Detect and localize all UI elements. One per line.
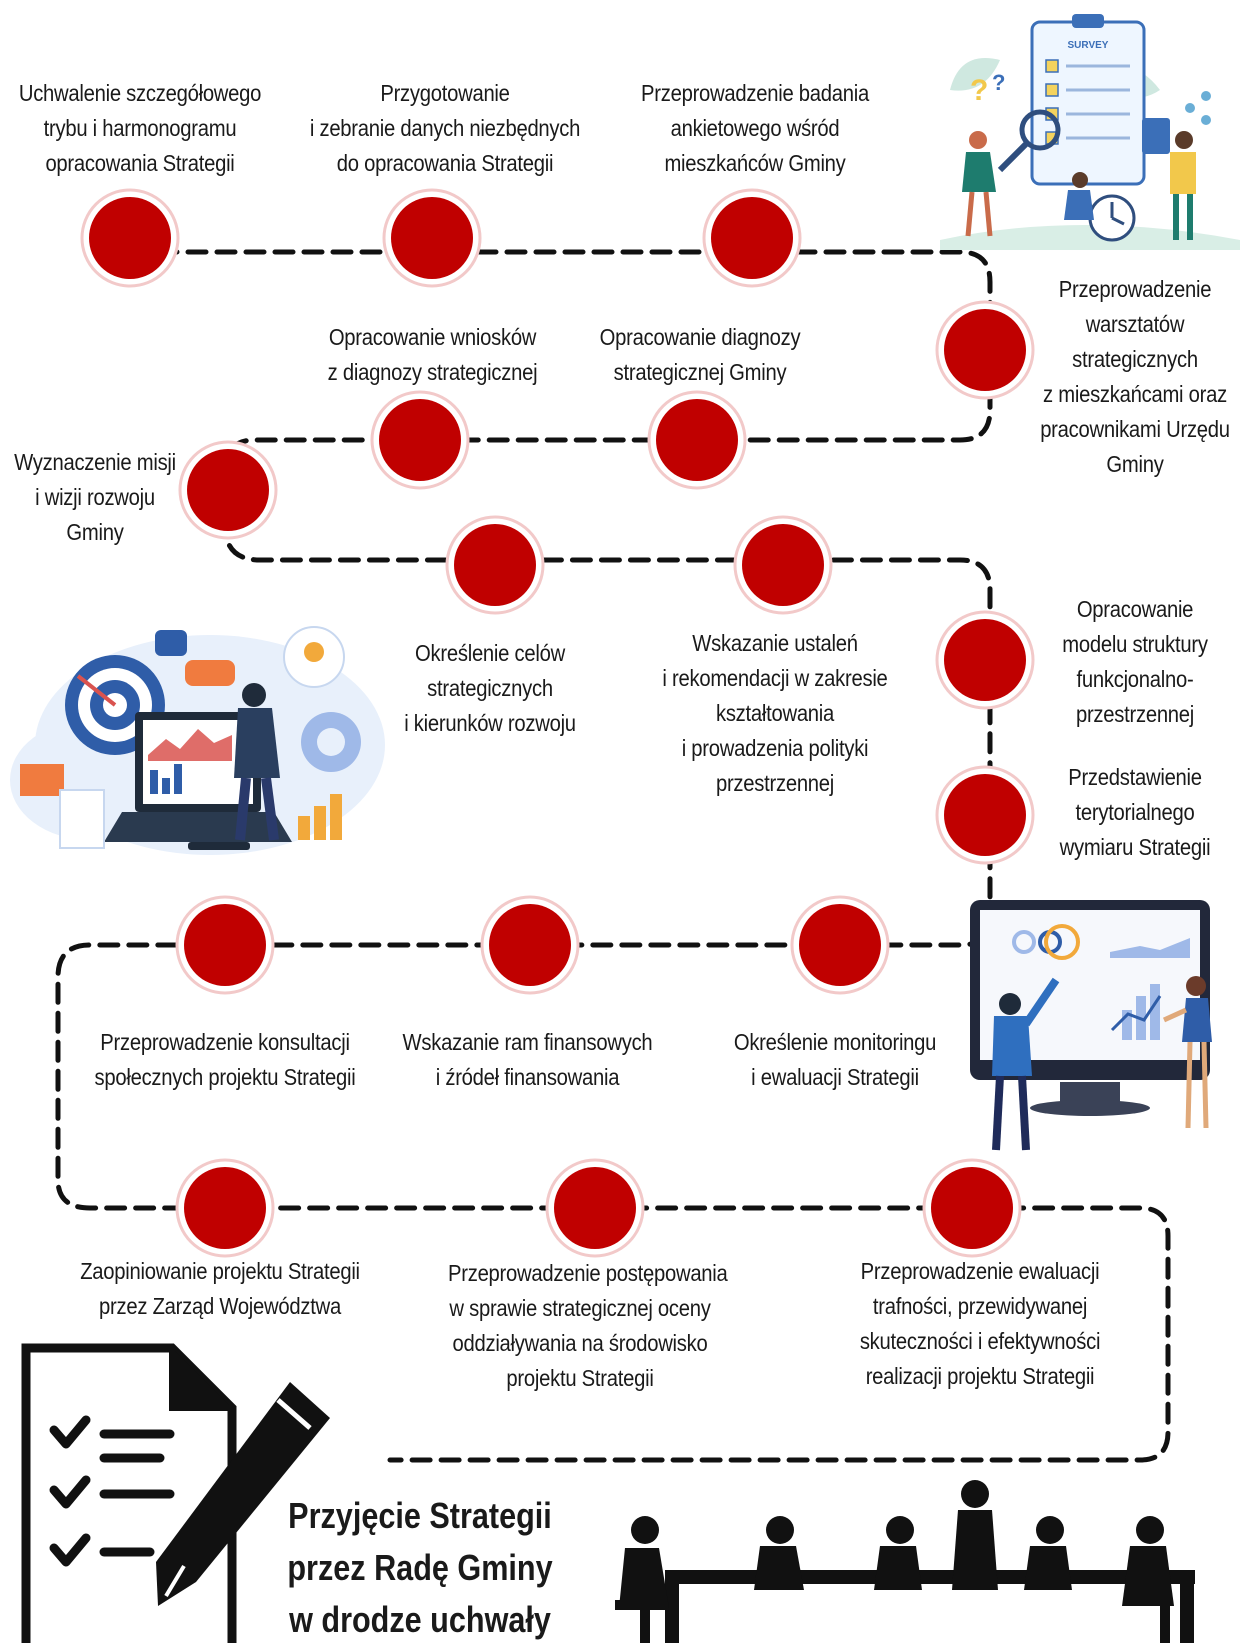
- survey-label: SURVEY: [1068, 40, 1109, 51]
- process-path: [55, 249, 1171, 1463]
- step-node-12: [790, 895, 890, 995]
- step-node-15: [175, 1158, 275, 1258]
- checklist-pencil-icon: [21, 1343, 330, 1643]
- step-node-13: [480, 895, 580, 995]
- analytics-laptop-illustration: [10, 626, 385, 855]
- step-node-11: [935, 765, 1035, 865]
- survey-clipboard-illustration: SURVEY ? ?: [940, 14, 1240, 250]
- step-node-10: [935, 610, 1035, 710]
- step-nodes: [80, 188, 1035, 1258]
- step-node-9: [733, 515, 833, 615]
- step-node-6: [370, 390, 470, 490]
- step-node-17: [922, 1158, 1022, 1258]
- step-node-7: [178, 440, 278, 540]
- step-node-5: [647, 390, 747, 490]
- svg-text:?: ?: [970, 74, 988, 107]
- step-node-16: [545, 1158, 645, 1258]
- step-node-2: [382, 188, 482, 288]
- step-node-8: [445, 515, 545, 615]
- step-node-3: [702, 188, 802, 288]
- step-node-14: [175, 895, 275, 995]
- svg-text:?: ?: [992, 70, 1005, 95]
- step-node-4: [935, 300, 1035, 400]
- step-node-1: [80, 188, 180, 288]
- meeting-silhouette-illustration: [615, 1480, 1195, 1643]
- presentation-monitor-illustration: [970, 900, 1212, 1151]
